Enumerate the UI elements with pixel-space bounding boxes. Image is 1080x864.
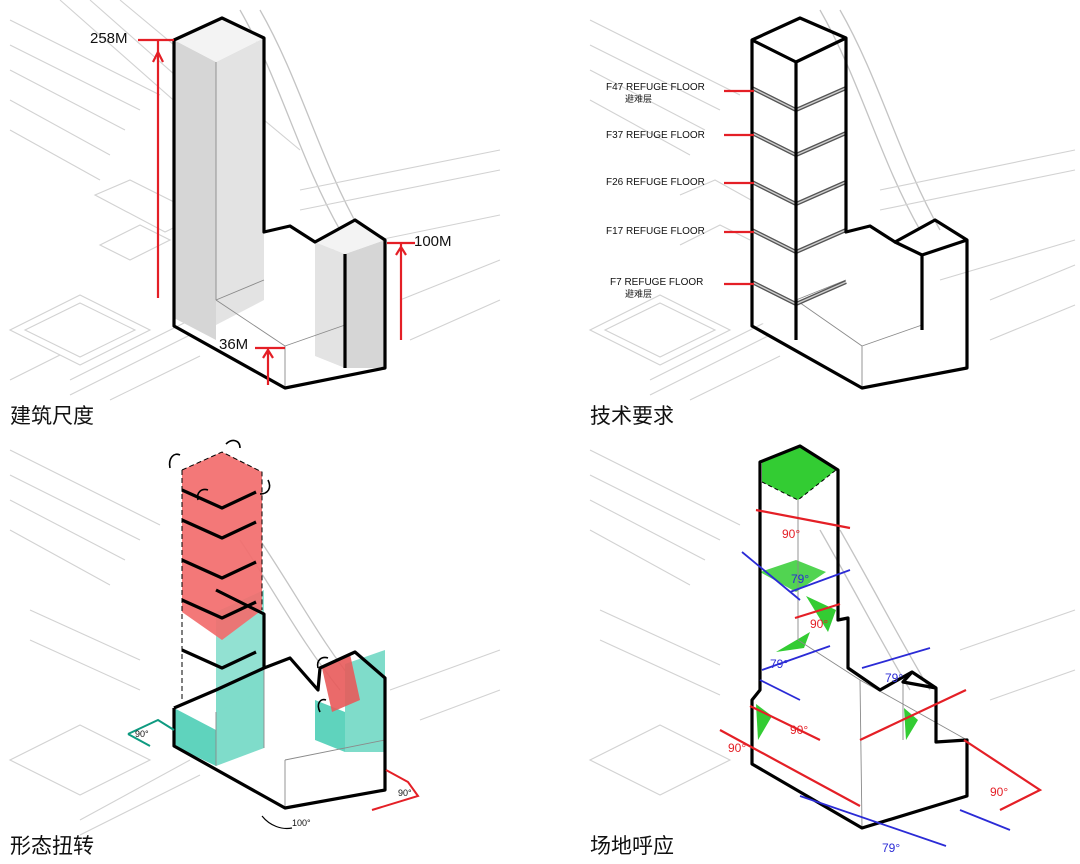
context-lines-2 — [588, 9, 1076, 401]
site-angle-7: 90° — [728, 741, 746, 755]
refuge-floor-7-sub: 避难层 — [625, 288, 652, 300]
panel-technical: F47 REFUGE FLOOR 避难层 F37 REFUGE FLOOR F2… — [588, 9, 1076, 401]
twist-arrows — [168, 439, 329, 713]
refuge-floor-17-label: F17 REFUGE FLOOR — [606, 226, 705, 237]
panel-twist: 90° 90° 100° — [8, 439, 501, 836]
site-angle-9: 79° — [882, 841, 900, 855]
refuge-floor-26-label: F26 REFUGE FLOOR — [606, 177, 705, 188]
caption-technical: 技术要求 — [590, 404, 674, 428]
twist-angle-right: 90° — [398, 788, 412, 798]
podium-height-label: 36M — [219, 336, 248, 353]
twist-angle-bottom: 100° — [292, 818, 311, 828]
massing-scale — [172, 16, 387, 390]
dimension-lines — [138, 38, 415, 385]
massing-twist — [172, 451, 387, 810]
refuge-floor-47-label: F47 REFUGE FLOOR — [606, 82, 705, 93]
context-lines-1 — [8, 0, 501, 401]
refuge-floor-7-label: F7 REFUGE FLOOR — [610, 277, 703, 288]
massing-site — [750, 444, 969, 830]
site-angle-lines — [719, 508, 1043, 847]
refuge-leaders — [724, 89, 754, 286]
context-lines-3 — [8, 449, 501, 836]
site-angle-3: 90° — [810, 617, 828, 631]
tower-height-label: 258M — [90, 30, 128, 47]
refuge-floor-47-sub: 避难层 — [625, 93, 652, 105]
panel-scale: 258M 100M 36M — [8, 0, 501, 401]
refuge-floor-37-label: F37 REFUGE FLOOR — [606, 130, 705, 141]
massing-technical — [750, 16, 969, 390]
site-angle-2: 79° — [791, 572, 809, 586]
site-angle-6: 90° — [790, 723, 808, 737]
site-angle-5: 79° — [885, 671, 903, 685]
site-angle-1: 90° — [782, 527, 800, 541]
caption-twist: 形态扭转 — [10, 834, 94, 858]
refuge-floor-list: F47 REFUGE FLOOR 避难层 F37 REFUGE FLOOR F2… — [606, 82, 705, 300]
caption-site: 场地呼应 — [590, 834, 674, 858]
site-angle-4: 79° — [770, 657, 788, 671]
twist-angle-left: 90° — [135, 729, 149, 739]
site-angle-8: 90° — [990, 785, 1008, 799]
twist-angle-markers — [127, 718, 420, 830]
wing-height-label: 100M — [414, 233, 452, 250]
panel-site: 90° 79° 90° 79° 79° 90° 90° 90° 79° — [588, 444, 1076, 855]
caption-scale: 建筑尺度 — [10, 404, 94, 428]
context-lines-4 — [588, 449, 1076, 796]
